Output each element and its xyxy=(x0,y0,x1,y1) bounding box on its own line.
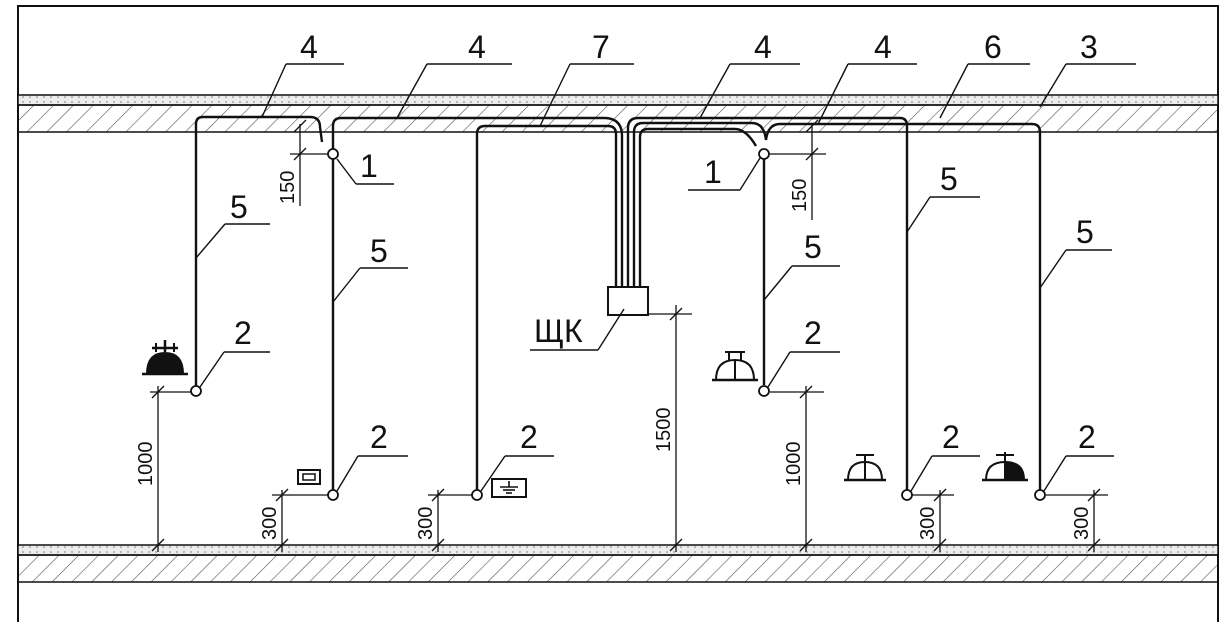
floor-slab xyxy=(17,544,1219,583)
socket-outline-icon xyxy=(844,454,886,482)
dimension-text: 300 xyxy=(1071,507,1093,540)
callout-label: 1 xyxy=(360,148,378,184)
callout-label: 5 xyxy=(1076,214,1094,250)
callout-label: 2 xyxy=(804,315,822,351)
dimension-text: 1000 xyxy=(783,442,805,487)
wiring xyxy=(194,115,1042,490)
callouts-outlets: 2 2 2 2 2 2 xyxy=(199,315,1114,492)
panel-leader xyxy=(597,308,625,351)
callout-label: 4 xyxy=(874,29,892,65)
socket-double-outline-icon xyxy=(712,351,758,382)
outlet-point xyxy=(190,385,202,397)
distribution-panel-icon xyxy=(607,286,649,316)
dimension-lines: 150 150 1000 300 300 1500 1000 xyxy=(135,119,1108,552)
callout-label: 5 xyxy=(804,229,822,265)
junction-box-right xyxy=(758,148,770,160)
dimension-text: 150 xyxy=(789,179,811,212)
callout-label: 5 xyxy=(370,233,388,269)
dimension-text: 1500 xyxy=(653,408,675,453)
callout-label: 4 xyxy=(468,29,486,65)
callout-label: 1 xyxy=(704,154,722,190)
callout-label: 5 xyxy=(230,189,248,225)
panel-label: ЩК xyxy=(534,313,583,349)
callout-label: 2 xyxy=(234,315,252,351)
dimension-text: 300 xyxy=(917,507,939,540)
outlet-point xyxy=(1034,489,1046,501)
callout-label: 4 xyxy=(754,29,772,65)
dimension-text: 300 xyxy=(259,507,281,540)
callout-label: 4 xyxy=(300,29,318,65)
grounded-socket-box-icon xyxy=(491,478,527,498)
callout-label: 2 xyxy=(370,419,388,455)
callout-label: 6 xyxy=(984,29,1002,65)
outlet-point xyxy=(758,385,770,397)
callout-label: 2 xyxy=(942,419,960,455)
socket-half-filled-icon xyxy=(982,452,1028,482)
outlet-point xyxy=(471,489,483,501)
callout-label: 2 xyxy=(520,419,538,455)
junction-box-left xyxy=(327,148,339,160)
drawing-frame xyxy=(17,5,1219,622)
callouts-junction: 1 1 xyxy=(336,148,761,191)
callouts-top: 4 4 7 4 4 6 3 xyxy=(261,29,1136,127)
socket-waterproof-filled-icon xyxy=(142,340,188,376)
callouts-risers: 5 5 5 5 5 xyxy=(195,161,1112,303)
dimension-text: 150 xyxy=(277,171,299,204)
callout-label: 5 xyxy=(940,161,958,197)
callout-label: 2 xyxy=(1078,419,1096,455)
dimension-text: 1000 xyxy=(135,442,157,487)
outlet-point xyxy=(901,489,913,501)
callout-label: 7 xyxy=(592,29,610,65)
switch-box-icon xyxy=(297,469,321,485)
dimension-text: 300 xyxy=(415,507,437,540)
outlet-point xyxy=(327,489,339,501)
callout-label: 3 xyxy=(1080,29,1098,65)
ceiling-slab xyxy=(17,94,1219,133)
